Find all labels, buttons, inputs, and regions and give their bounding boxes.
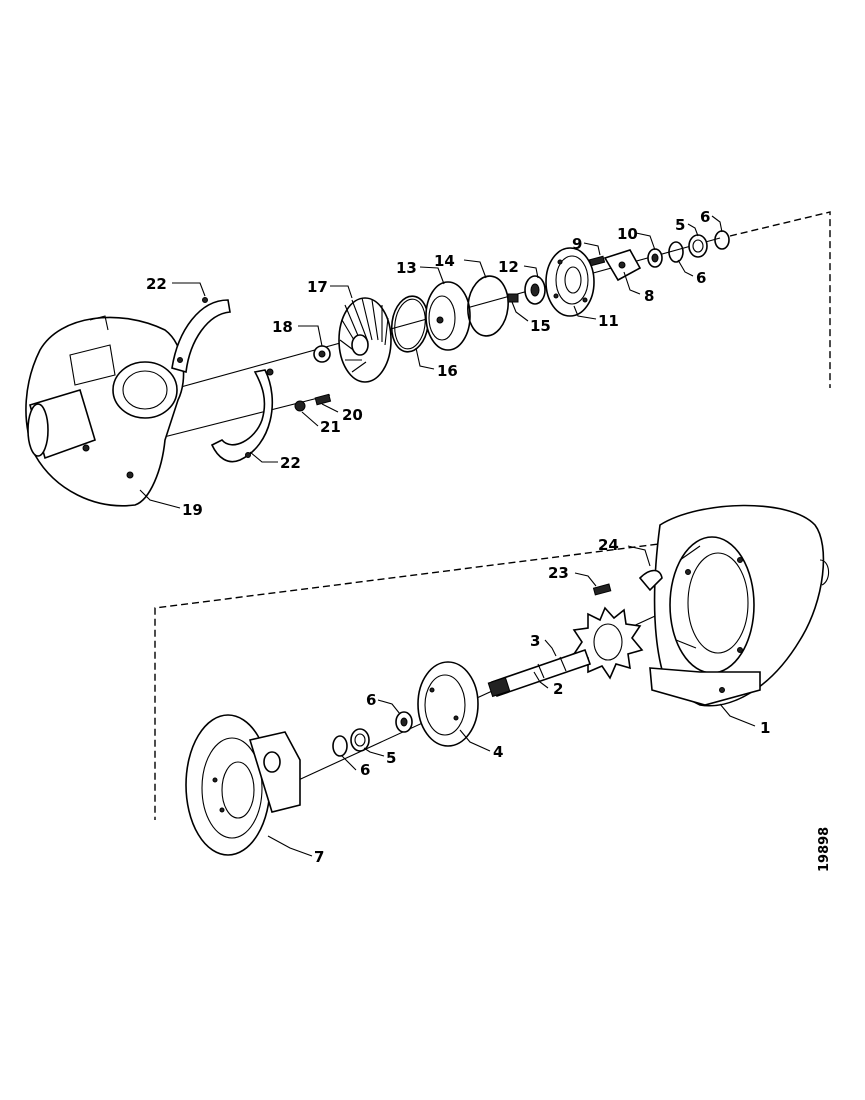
screws-9 — [588, 255, 606, 267]
callout-6-lower: 6 — [360, 761, 370, 779]
callout-17: 17 — [307, 278, 328, 296]
center-housing-backplate — [185, 714, 301, 856]
callout-18: 18 — [272, 318, 293, 336]
figure-id: 19898 — [817, 827, 832, 872]
callout-10: 10 — [617, 225, 638, 243]
callout-21: 21 — [320, 418, 341, 436]
compressor-nut — [313, 345, 331, 363]
callout-6-upper-b: 6 — [696, 269, 706, 287]
thrust-bearing-plate — [545, 247, 595, 317]
callout-5-lower: 5 — [386, 749, 396, 767]
callout-16: 16 — [437, 362, 458, 380]
callout-14: 14 — [434, 252, 455, 270]
callout-7: 7 — [314, 848, 324, 866]
turbine-wheel — [572, 606, 644, 680]
clamp-piece-24 — [638, 569, 663, 592]
bearing-housing-cover — [417, 661, 479, 747]
bearing-and-rings-upper — [668, 230, 730, 263]
spacer-15 — [507, 293, 519, 303]
callout-1: 1 — [760, 719, 770, 737]
callout-20: 20 — [342, 406, 363, 424]
callout-5-upper: 5 — [675, 216, 685, 234]
callout-24: 24 — [598, 536, 619, 554]
callout-2: 2 — [553, 680, 563, 698]
callout-6-upper-a: 6 — [700, 208, 710, 226]
leader-lines — [139, 215, 756, 857]
callout-9: 9 — [572, 235, 582, 253]
callout-22-upper: 22 — [146, 275, 167, 293]
callout-19: 19 — [182, 501, 203, 519]
callout-8-upper: 8 — [644, 287, 654, 305]
callout-3: 3 — [530, 632, 540, 650]
bolt-and-nut — [294, 393, 332, 412]
seal-ring-14 — [467, 275, 509, 337]
clamp-segment-lower — [210, 368, 274, 463]
callout-15: 15 — [530, 317, 551, 335]
callout-12: 12 — [498, 258, 519, 276]
callout-4: 4 — [493, 743, 503, 761]
callout-labels: 22 17 18 13 14 16 12 15 11 9 10 8 5 6 6 … — [146, 208, 832, 872]
callout-22-lower: 22 — [280, 454, 301, 472]
compressor-insert — [425, 281, 471, 351]
turbine-housing — [649, 504, 830, 707]
callout-13: 13 — [396, 259, 417, 277]
bolt-23 — [592, 583, 612, 596]
thrust-collar — [524, 275, 546, 305]
dashed-connector — [154, 211, 831, 820]
compressor-wheel — [338, 297, 392, 383]
clamp-segment-upper — [171, 297, 231, 374]
callout-8-lower: 6 — [366, 691, 376, 709]
ring-10 — [647, 248, 663, 268]
bearing-flange-8 — [603, 249, 642, 282]
compressor-housing — [25, 315, 185, 507]
bearing-and-rings-lower — [332, 711, 413, 757]
callout-11: 11 — [598, 312, 619, 330]
callout-23: 23 — [548, 564, 569, 582]
turbine-shaft — [487, 648, 592, 698]
